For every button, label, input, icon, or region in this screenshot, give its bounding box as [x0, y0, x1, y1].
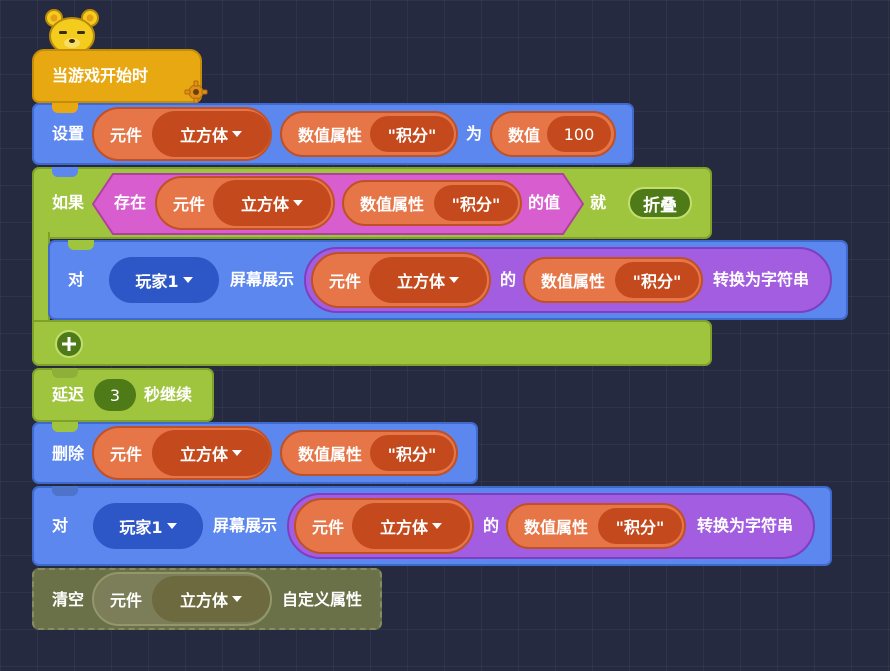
- bear-mascot-icon: [45, 8, 99, 55]
- to-label: 对: [52, 516, 69, 535]
- plus-icon[interactable]: [55, 330, 83, 358]
- score-string-value: "积分": [387, 126, 437, 145]
- then-label: 就: [590, 193, 607, 212]
- number-value: 100: [563, 124, 595, 144]
- cube-dropdown[interactable]: 立方体: [213, 180, 331, 226]
- fold-button-label: 折叠: [643, 195, 677, 216]
- of-label: 的: [500, 270, 517, 289]
- element-label: 元件: [329, 272, 362, 291]
- of-label: 的: [483, 516, 500, 535]
- element-label: 元件: [110, 445, 143, 464]
- player-dropdown[interactable]: 玩家1: [109, 257, 219, 303]
- delay-label: 延迟: [52, 385, 85, 404]
- score-string-value: "积分": [632, 272, 682, 291]
- block-notch: [52, 368, 78, 378]
- screen-show-label: 屏幕展示: [230, 270, 295, 289]
- cube-dropdown-value: 立方体: [179, 591, 228, 610]
- chevron-down-icon: [166, 523, 177, 529]
- cube-dropdown[interactable]: 立方体: [369, 257, 487, 303]
- cube-dropdown[interactable]: 立方体: [152, 430, 270, 476]
- screen-show-label: 屏幕展示: [213, 516, 278, 535]
- block-notch: [52, 486, 78, 496]
- value-of-label: 的值: [528, 193, 561, 212]
- num-prop-label: 数值属性: [298, 126, 363, 145]
- score-string-value: "积分": [387, 445, 437, 464]
- cube-dropdown[interactable]: 立方体: [152, 111, 270, 157]
- chevron-down-icon: [232, 596, 242, 602]
- cube-dropdown-value: 立方体: [396, 272, 445, 291]
- player-dropdown-value: 玩家1: [135, 272, 179, 291]
- if-block-label: 如果: [52, 193, 85, 212]
- fold-button[interactable]: 折叠: [628, 187, 692, 219]
- delay-seconds-input[interactable]: 3: [94, 379, 136, 411]
- delay-suffix: 秒继续: [144, 385, 193, 404]
- block-notch: [68, 240, 94, 250]
- score-string-input[interactable]: "积分": [615, 262, 699, 298]
- if-block-footer: [32, 320, 712, 366]
- event-block-label: 当游戏开始时: [52, 66, 149, 85]
- score-string-input[interactable]: "积分": [370, 116, 454, 152]
- to-label: 对: [68, 270, 85, 289]
- clear-suffix: 自定义属性: [282, 590, 363, 609]
- element-label: 元件: [110, 591, 143, 610]
- delay-seconds-value: 3: [109, 385, 121, 405]
- gear-icon[interactable]: [184, 80, 208, 104]
- chevron-down-icon: [232, 450, 242, 456]
- chevron-down-icon: [293, 200, 303, 206]
- element-label: 元件: [173, 195, 206, 214]
- score-string-value: "积分": [615, 518, 665, 537]
- score-string-input[interactable]: "积分": [370, 435, 454, 471]
- cube-dropdown-value: 立方体: [179, 126, 228, 145]
- clear-label: 清空: [52, 590, 85, 609]
- cube-dropdown-value: 立方体: [379, 518, 428, 537]
- delete-label: 删除: [52, 444, 85, 463]
- score-string-input[interactable]: "积分": [598, 508, 682, 544]
- event-block-game-start[interactable]: [32, 49, 202, 103]
- chevron-down-icon: [182, 277, 193, 283]
- chevron-down-icon: [232, 131, 242, 137]
- num-prop-label: 数值属性: [360, 195, 425, 214]
- cube-dropdown[interactable]: 立方体: [352, 503, 470, 549]
- exists-label: 存在: [114, 193, 147, 212]
- set-block-label: 设置: [52, 124, 85, 143]
- num-prop-label: 数值属性: [298, 445, 363, 464]
- to-string-label: 转换为字符串: [697, 516, 794, 535]
- chevron-down-icon: [449, 277, 459, 283]
- score-string-value: "积分": [451, 195, 501, 214]
- block-notch: [52, 422, 78, 432]
- to-string-label: 转换为字符串: [713, 270, 810, 289]
- player-dropdown-value: 玩家1: [119, 518, 163, 537]
- block-notch: [52, 103, 78, 113]
- player-dropdown[interactable]: 玩家1: [93, 503, 203, 549]
- cube-dropdown-value: 立方体: [240, 195, 289, 214]
- as-label: 为: [466, 124, 483, 143]
- cube-dropdown-value: 立方体: [179, 445, 228, 464]
- element-label: 元件: [312, 518, 345, 537]
- number-input[interactable]: 100: [547, 116, 611, 152]
- block-notch: [52, 167, 78, 177]
- score-string-input[interactable]: "积分": [434, 185, 518, 221]
- chevron-down-icon: [432, 523, 442, 529]
- element-label: 元件: [110, 126, 143, 145]
- num-prop-label: 数值属性: [524, 518, 589, 537]
- cube-dropdown[interactable]: 立方体: [152, 576, 270, 622]
- number-label: 数值: [508, 126, 541, 145]
- num-prop-label: 数值属性: [541, 272, 606, 291]
